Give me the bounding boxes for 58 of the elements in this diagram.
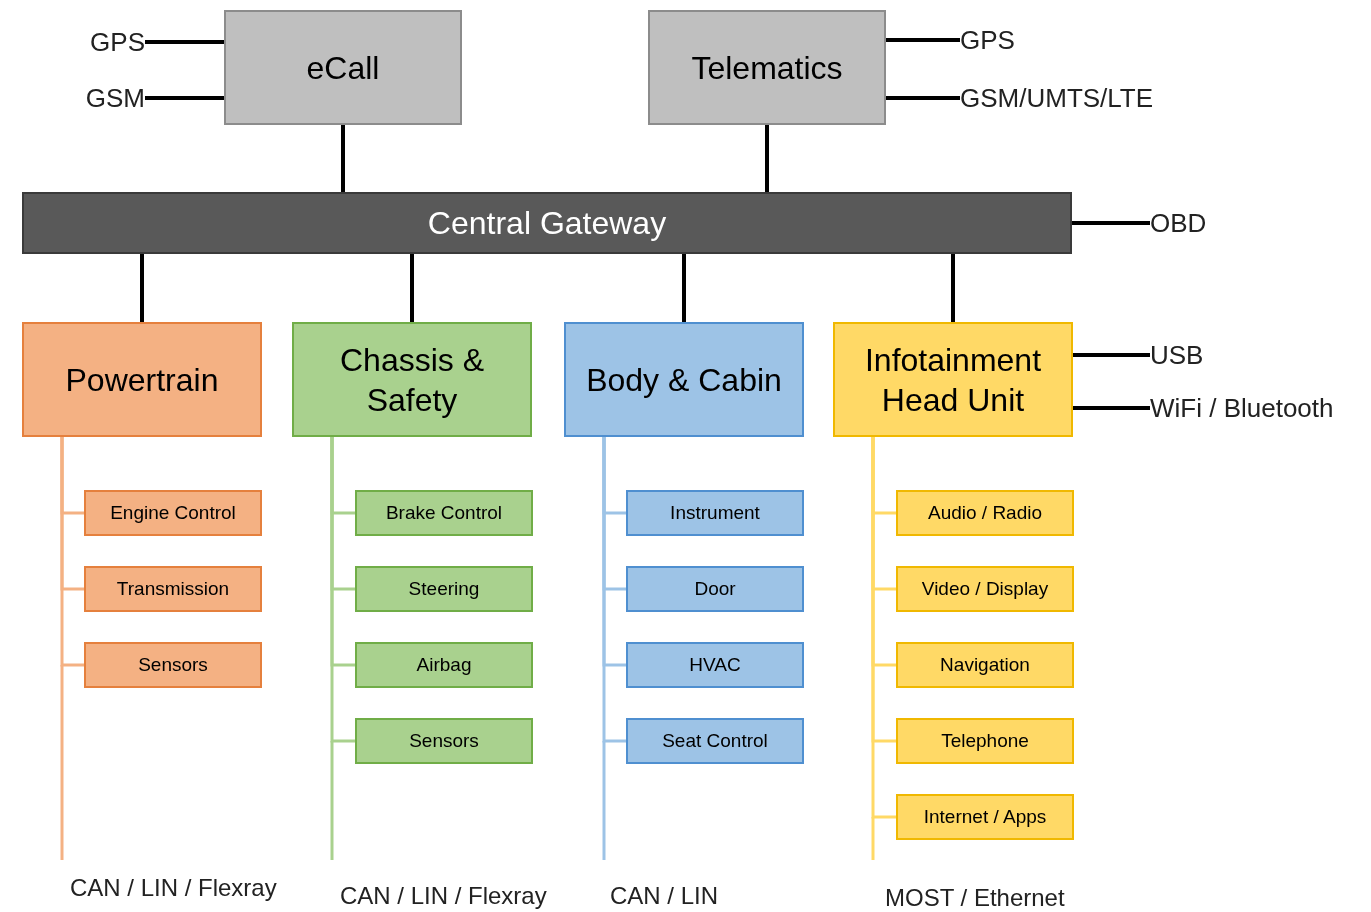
box-label: Telematics [691, 48, 843, 88]
bus-protocol-label: CAN / LIN / Flexray [340, 881, 547, 911]
interface-label: GPS [60, 22, 145, 62]
domain-box [22, 322, 262, 437]
connector-line [602, 437, 626, 743]
module-box [224, 10, 462, 125]
interface-label: USB [1150, 335, 1250, 375]
sub-unit-box: Instrument [626, 490, 804, 536]
connector-line [1073, 406, 1150, 410]
sub-unit-box: Sensors [355, 718, 533, 764]
connector-line [682, 254, 686, 322]
interface-label: WiFi / Bluetooth [1150, 388, 1370, 428]
connector-line [765, 125, 769, 192]
connector-line [1073, 353, 1150, 357]
sub-unit-box: Brake Control [355, 490, 533, 536]
bus-protocol-label: MOST / Ethernet [885, 883, 1065, 912]
sub-unit-box: HVAC [626, 642, 804, 688]
sub-unit-box: Seat Control [626, 718, 804, 764]
bus-protocol-label: CAN / LIN [610, 881, 719, 911]
connector-line [886, 96, 960, 100]
box-label: Powertrain [65, 360, 219, 400]
sub-unit-box: Navigation [896, 642, 1074, 688]
sub-unit-box: Sensors [84, 642, 262, 688]
box-label: Central Gateway [427, 204, 667, 243]
connector-line [410, 254, 414, 322]
sub-unit-box: Engine Control [84, 490, 262, 536]
interface-label: GSM/UMTS/LTE [960, 78, 1190, 118]
domain-box [833, 322, 1073, 437]
sub-unit-box: Door [626, 566, 804, 612]
connector-line [871, 437, 896, 819]
interface-label: GSM [60, 78, 145, 118]
sub-unit-box: Internet / Apps [896, 794, 1074, 840]
gateway-bar [22, 192, 1072, 254]
connector-line [951, 254, 955, 322]
box-label: eCall [306, 48, 380, 88]
bus-protocol-label: CAN / LIN / Flexray [70, 873, 277, 903]
module-box [648, 10, 886, 125]
connector-line [330, 437, 355, 743]
sub-unit-box: Audio / Radio [896, 490, 1074, 536]
domain-box [564, 322, 804, 437]
box-label: Body & Cabin [586, 360, 782, 400]
interface-label: OBD [1150, 203, 1230, 243]
connector-line [145, 96, 224, 100]
sub-unit-box: Video / Display [896, 566, 1074, 612]
interface-label: GPS [960, 20, 1060, 60]
sub-unit-box: Telephone [896, 718, 1074, 764]
sub-unit-box: Transmission [84, 566, 262, 612]
sub-unit-box: Airbag [355, 642, 533, 688]
connector-line [140, 254, 144, 322]
connector-line [341, 125, 345, 192]
connector-line [1072, 221, 1150, 225]
connector-line [60, 437, 84, 667]
connector-line [145, 40, 224, 44]
domain-box [292, 322, 532, 437]
box-label: Chassis & Safety [338, 340, 485, 420]
box-label: Infotainment Head Unit [863, 340, 1043, 420]
sub-unit-box: Steering [355, 566, 533, 612]
connector-line [886, 38, 960, 42]
